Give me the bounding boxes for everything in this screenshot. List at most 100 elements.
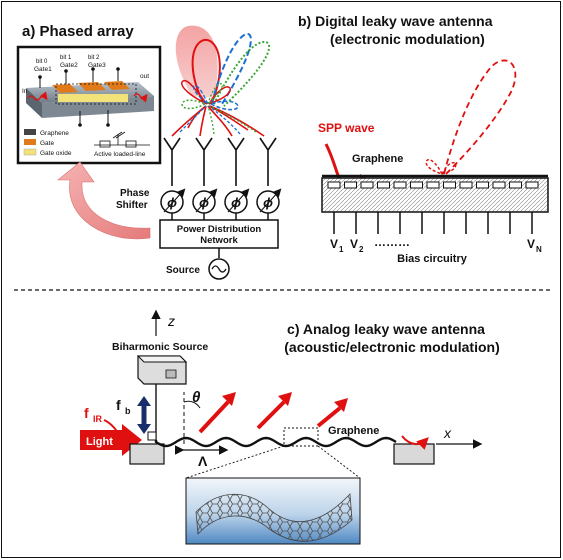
v2-label: V: [350, 237, 358, 251]
gate-strip: [360, 181, 374, 189]
v1-sub: 1: [339, 245, 344, 254]
gate-oxide: [58, 94, 128, 102]
fir-label: f: [84, 405, 89, 421]
blue-lobe: [211, 32, 252, 105]
bias-circuitry-label: Bias circuitry: [397, 253, 468, 265]
panel-c: c) Analog leaky wave antenna (acoustic/e…: [80, 309, 500, 545]
source-label: Source: [166, 265, 200, 276]
bias-lines: [333, 212, 533, 234]
legend-swatch-gate-oxide: [23, 148, 37, 156]
graphene-wave: [154, 436, 397, 448]
emission-arrows: [198, 392, 348, 434]
gate-strip: [393, 181, 407, 189]
antenna-3-icon: [227, 137, 245, 186]
right-substrate: [393, 443, 435, 465]
phi-symbol-1: ϕ: [167, 195, 177, 210]
vn-sub: N: [536, 245, 542, 254]
gate-2-label: Gate2: [60, 62, 78, 69]
vn-label: V: [527, 237, 535, 251]
antenna-4-icon: [259, 137, 277, 186]
gate-1: [52, 84, 78, 93]
panel-a: a) Phased array: [16, 23, 282, 280]
active-line-label: Active loaded-line: [94, 151, 146, 158]
graphene-label-b: Graphene: [352, 153, 403, 165]
gate-strip: [344, 181, 357, 189]
antenna-2-icon: [195, 137, 213, 186]
x-axis-label: x: [443, 425, 452, 441]
gate-strip: [426, 181, 440, 189]
v1-label: V: [330, 237, 338, 251]
phi-symbol-3: ϕ: [231, 195, 241, 210]
phase-label: Phase: [120, 188, 150, 199]
gate-strip: [492, 181, 506, 189]
gate-strip: [327, 181, 341, 189]
device-inset: bit 0 bit 1 bit 2 Gate1 Gate2 Gate3 In o…: [16, 45, 162, 165]
antenna-1-icon: [163, 137, 181, 186]
bit-2-label: bit 2: [88, 55, 100, 61]
zoom-selection: [283, 427, 319, 447]
legend-gate-label: Gate: [40, 140, 54, 147]
gate-strip: [443, 181, 456, 189]
lambda-label: Λ: [198, 453, 208, 469]
network-label-line1: Power Distribution: [177, 224, 262, 235]
panel-c-subtitle: (acoustic/electronic modulation): [284, 339, 499, 355]
phi-symbol-4: ϕ: [263, 195, 273, 210]
legend-swatch-graphene: [24, 129, 36, 135]
shifter-label: Shifter: [116, 200, 148, 211]
panel-b-title: b) Digital leaky wave antenna: [298, 13, 493, 29]
gate-strip: [377, 181, 390, 189]
output-signal-icon: [133, 93, 148, 103]
gate-strip: [459, 181, 473, 189]
bit-0-label: bit 0: [36, 59, 48, 65]
green-lobe: [213, 40, 271, 107]
in-label: In: [22, 88, 28, 95]
left-substrate: [129, 443, 165, 465]
gate-strip: [509, 181, 522, 189]
panel-c-title: c) Analog leaky wave antenna: [287, 321, 485, 337]
gate-1-label: Gate1: [34, 66, 52, 73]
panel-a-title: a) Phased array: [22, 23, 134, 40]
radiation-pattern: [175, 25, 271, 111]
light-label: Light: [86, 436, 113, 448]
device-slab-side: [26, 88, 42, 118]
fb-sub: b: [125, 406, 131, 416]
panel-b-subtitle: (electronic modulation): [330, 31, 485, 47]
network-label-line2: Network: [200, 235, 238, 246]
input-signal-icon: [27, 91, 48, 101]
power-distribution-network-box: [159, 219, 279, 249]
gate-3: [104, 81, 130, 90]
gate-strips: [327, 181, 539, 189]
curved-arrow-icon: [57, 161, 151, 240]
bit-1-label: bit 1: [60, 55, 72, 61]
fb-label: f: [116, 397, 121, 413]
gate-strip: [525, 181, 539, 189]
legend-swatch-gate: [24, 139, 36, 145]
legend-gate-oxide-label: Gate oxide: [40, 150, 72, 157]
theta-label: θ: [192, 389, 201, 406]
main-beam-shade: [175, 25, 218, 98]
legend-graphene-label: Graphene: [40, 130, 69, 137]
feed-lobe-lines: [171, 105, 265, 137]
phase-shifters: ϕ ϕ ϕ ϕ: [160, 188, 282, 220]
red-main-lobe: [191, 38, 221, 103]
panel-b: b) Digital leaky wave antenna (electroni…: [298, 13, 549, 265]
biharmonic-source-label: Biharmonic Source: [112, 341, 208, 353]
gate-3-label: Gate3: [88, 62, 106, 69]
out-label: out: [140, 73, 149, 80]
leaky-wave-lobe: [443, 59, 517, 175]
spp-wave-label: SPP wave: [318, 121, 375, 135]
v2-sub: 2: [359, 245, 364, 254]
graphene-label-c: Graphene: [328, 425, 379, 437]
antenna-elements: [163, 137, 277, 186]
phi-symbol-2: ϕ: [199, 195, 209, 210]
light-arrow: [80, 424, 142, 456]
gate-strip: [476, 181, 489, 189]
active-loaded-line-icon: [94, 131, 150, 148]
z-axis-label: z: [167, 313, 175, 329]
graphene-lattice-icon: [195, 493, 353, 542]
fir-sub: IR: [93, 414, 103, 424]
gate-strip: [410, 181, 423, 189]
